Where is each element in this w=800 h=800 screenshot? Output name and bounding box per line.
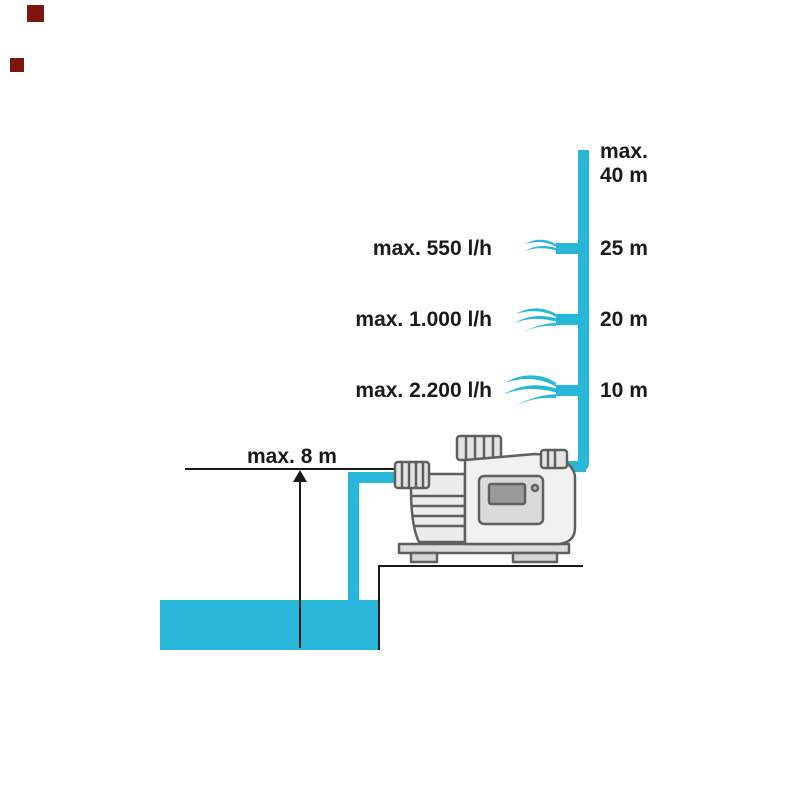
red-corner-mark-1 (27, 5, 44, 22)
height-label-10m: 10 m (600, 379, 648, 402)
outlet-stub-10m (556, 385, 580, 396)
red-corner-mark-2 (10, 58, 24, 72)
water-reservoir (160, 600, 378, 650)
suction-pipe-horizontal (348, 472, 414, 483)
flow-label-20m: max. 1.000 l/h (355, 308, 492, 331)
riser-pipe-vertical (578, 150, 589, 472)
flow-label-10m: max. 2.200 l/h (355, 379, 492, 402)
ledge-top-line (378, 565, 583, 567)
max-delivery-head-line2: 40 m (600, 164, 648, 187)
pump-illustration-icon (385, 430, 590, 566)
max-delivery-head-line1: max. (600, 140, 648, 163)
ledge-side-line (378, 565, 380, 650)
ground-reference-line (185, 468, 395, 470)
outlet-stub-20m (556, 314, 580, 325)
outlet-stub-25m (556, 243, 580, 254)
water-spray-icon-small (520, 237, 556, 259)
max-delivery-head-label: max. 40 m (600, 140, 648, 188)
depth-arrow-icon (293, 470, 307, 482)
water-spray-icon-large (498, 371, 556, 406)
height-label-20m: 20 m (600, 308, 648, 331)
suction-depth-label: max. 8 m (247, 445, 337, 468)
water-spray-icon-medium (510, 305, 556, 332)
height-label-25m: 25 m (600, 237, 648, 260)
flow-label-25m: max. 550 l/h (372, 237, 492, 260)
suction-pipe-vertical (348, 472, 359, 612)
depth-arrow-line (299, 480, 301, 648)
